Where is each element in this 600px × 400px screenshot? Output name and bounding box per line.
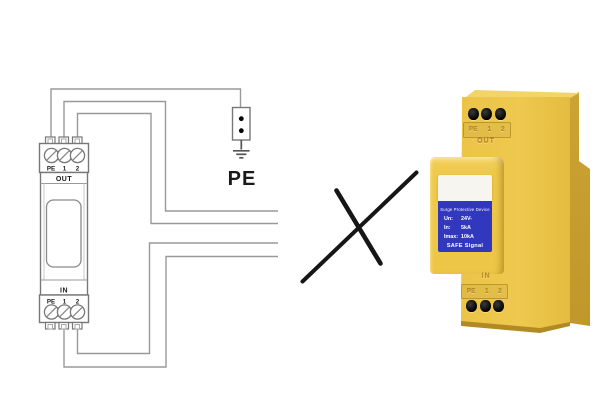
out-marking: OUT	[477, 138, 495, 145]
terminal-label-1: 1	[63, 166, 67, 173]
earth-pe-label: PE	[228, 168, 257, 190]
terminal-label-pe: PE	[47, 299, 55, 306]
spec-key: Un:	[444, 215, 453, 222]
spec-row: Un: 24V-	[444, 215, 492, 224]
wire-out-1	[63, 100, 278, 212]
earth-contact-dot	[238, 116, 244, 122]
terminal-label-2: 2	[500, 126, 505, 134]
terminal-label-pe: PE	[47, 166, 55, 173]
terminal-hole	[492, 300, 504, 312]
spd-symbol: PE 1 2 OUT IN PE 1 2	[38, 136, 90, 330]
spec-value: 10kA	[461, 233, 474, 240]
terminal-label-pe: PE	[466, 287, 476, 295]
in-terminal-labels: PE 1 2	[47, 299, 80, 306]
spec-row: In: 5kA	[444, 224, 492, 233]
terminal-label-2: 2	[76, 299, 80, 306]
spec-key: Imax:	[444, 233, 459, 240]
product-photo: PE 1 2 OUT Surge Protective Device Un: 2…	[430, 89, 591, 335]
out-terminal-marking: PE 1 2	[463, 121, 511, 138]
wire-in-2	[76, 242, 278, 355]
out-clamp-tabs	[44, 136, 83, 145]
spec-value: 5kA	[461, 224, 471, 231]
product-top-face	[466, 90, 579, 98]
in-clamp-tabs	[44, 321, 83, 330]
spec-row: Imax: 10kA	[444, 233, 492, 242]
out-terminal-labels: PE 1 2	[47, 166, 80, 173]
out-screws	[43, 147, 86, 164]
out-word: OUT	[56, 176, 73, 183]
cross-mark	[300, 170, 419, 284]
in-marking: IN	[481, 272, 491, 280]
nameplate-specs: Un: 24V- In: 5kA Imax: 10kA	[438, 215, 492, 243]
product-white-label	[438, 174, 492, 201]
spec-value: 24V-	[461, 215, 473, 222]
terminal-hole	[466, 300, 478, 312]
terminal-label-1: 1	[63, 299, 67, 306]
terminal-label-2: 2	[498, 287, 502, 295]
terminal-hole	[467, 107, 479, 120]
terminal-label-1: 1	[484, 287, 489, 295]
wire-out-2	[76, 112, 278, 225]
body-window	[45, 199, 82, 268]
product-nameplate: Surge Protective Device Un: 24V- In: 5kA…	[438, 201, 492, 252]
terminal-label-pe: PE	[468, 126, 478, 134]
nameplate-title: Surge Protective Device	[440, 207, 490, 212]
in-terminal-marking: PE 1 2	[461, 283, 508, 299]
terminal-hole	[481, 107, 493, 120]
terminal-label-1: 1	[487, 126, 492, 134]
in-screws	[43, 304, 86, 320]
wire-in-1	[63, 255, 278, 368]
spec-key: In:	[444, 224, 451, 231]
terminal-hole	[479, 300, 491, 312]
earth-contact-dot	[238, 128, 244, 134]
earth-box	[231, 106, 251, 141]
wires	[50, 88, 278, 368]
wire-out-pe	[50, 88, 242, 137]
cross-stroke-falling	[334, 188, 383, 266]
nameplate-footer: SAFE Signal	[446, 242, 484, 249]
terminal-hole	[494, 107, 506, 120]
earth-junction: PE	[228, 106, 257, 190]
ground-symbol	[233, 140, 250, 159]
terminal-label-2: 2	[76, 166, 80, 173]
in-word: IN	[60, 288, 68, 295]
